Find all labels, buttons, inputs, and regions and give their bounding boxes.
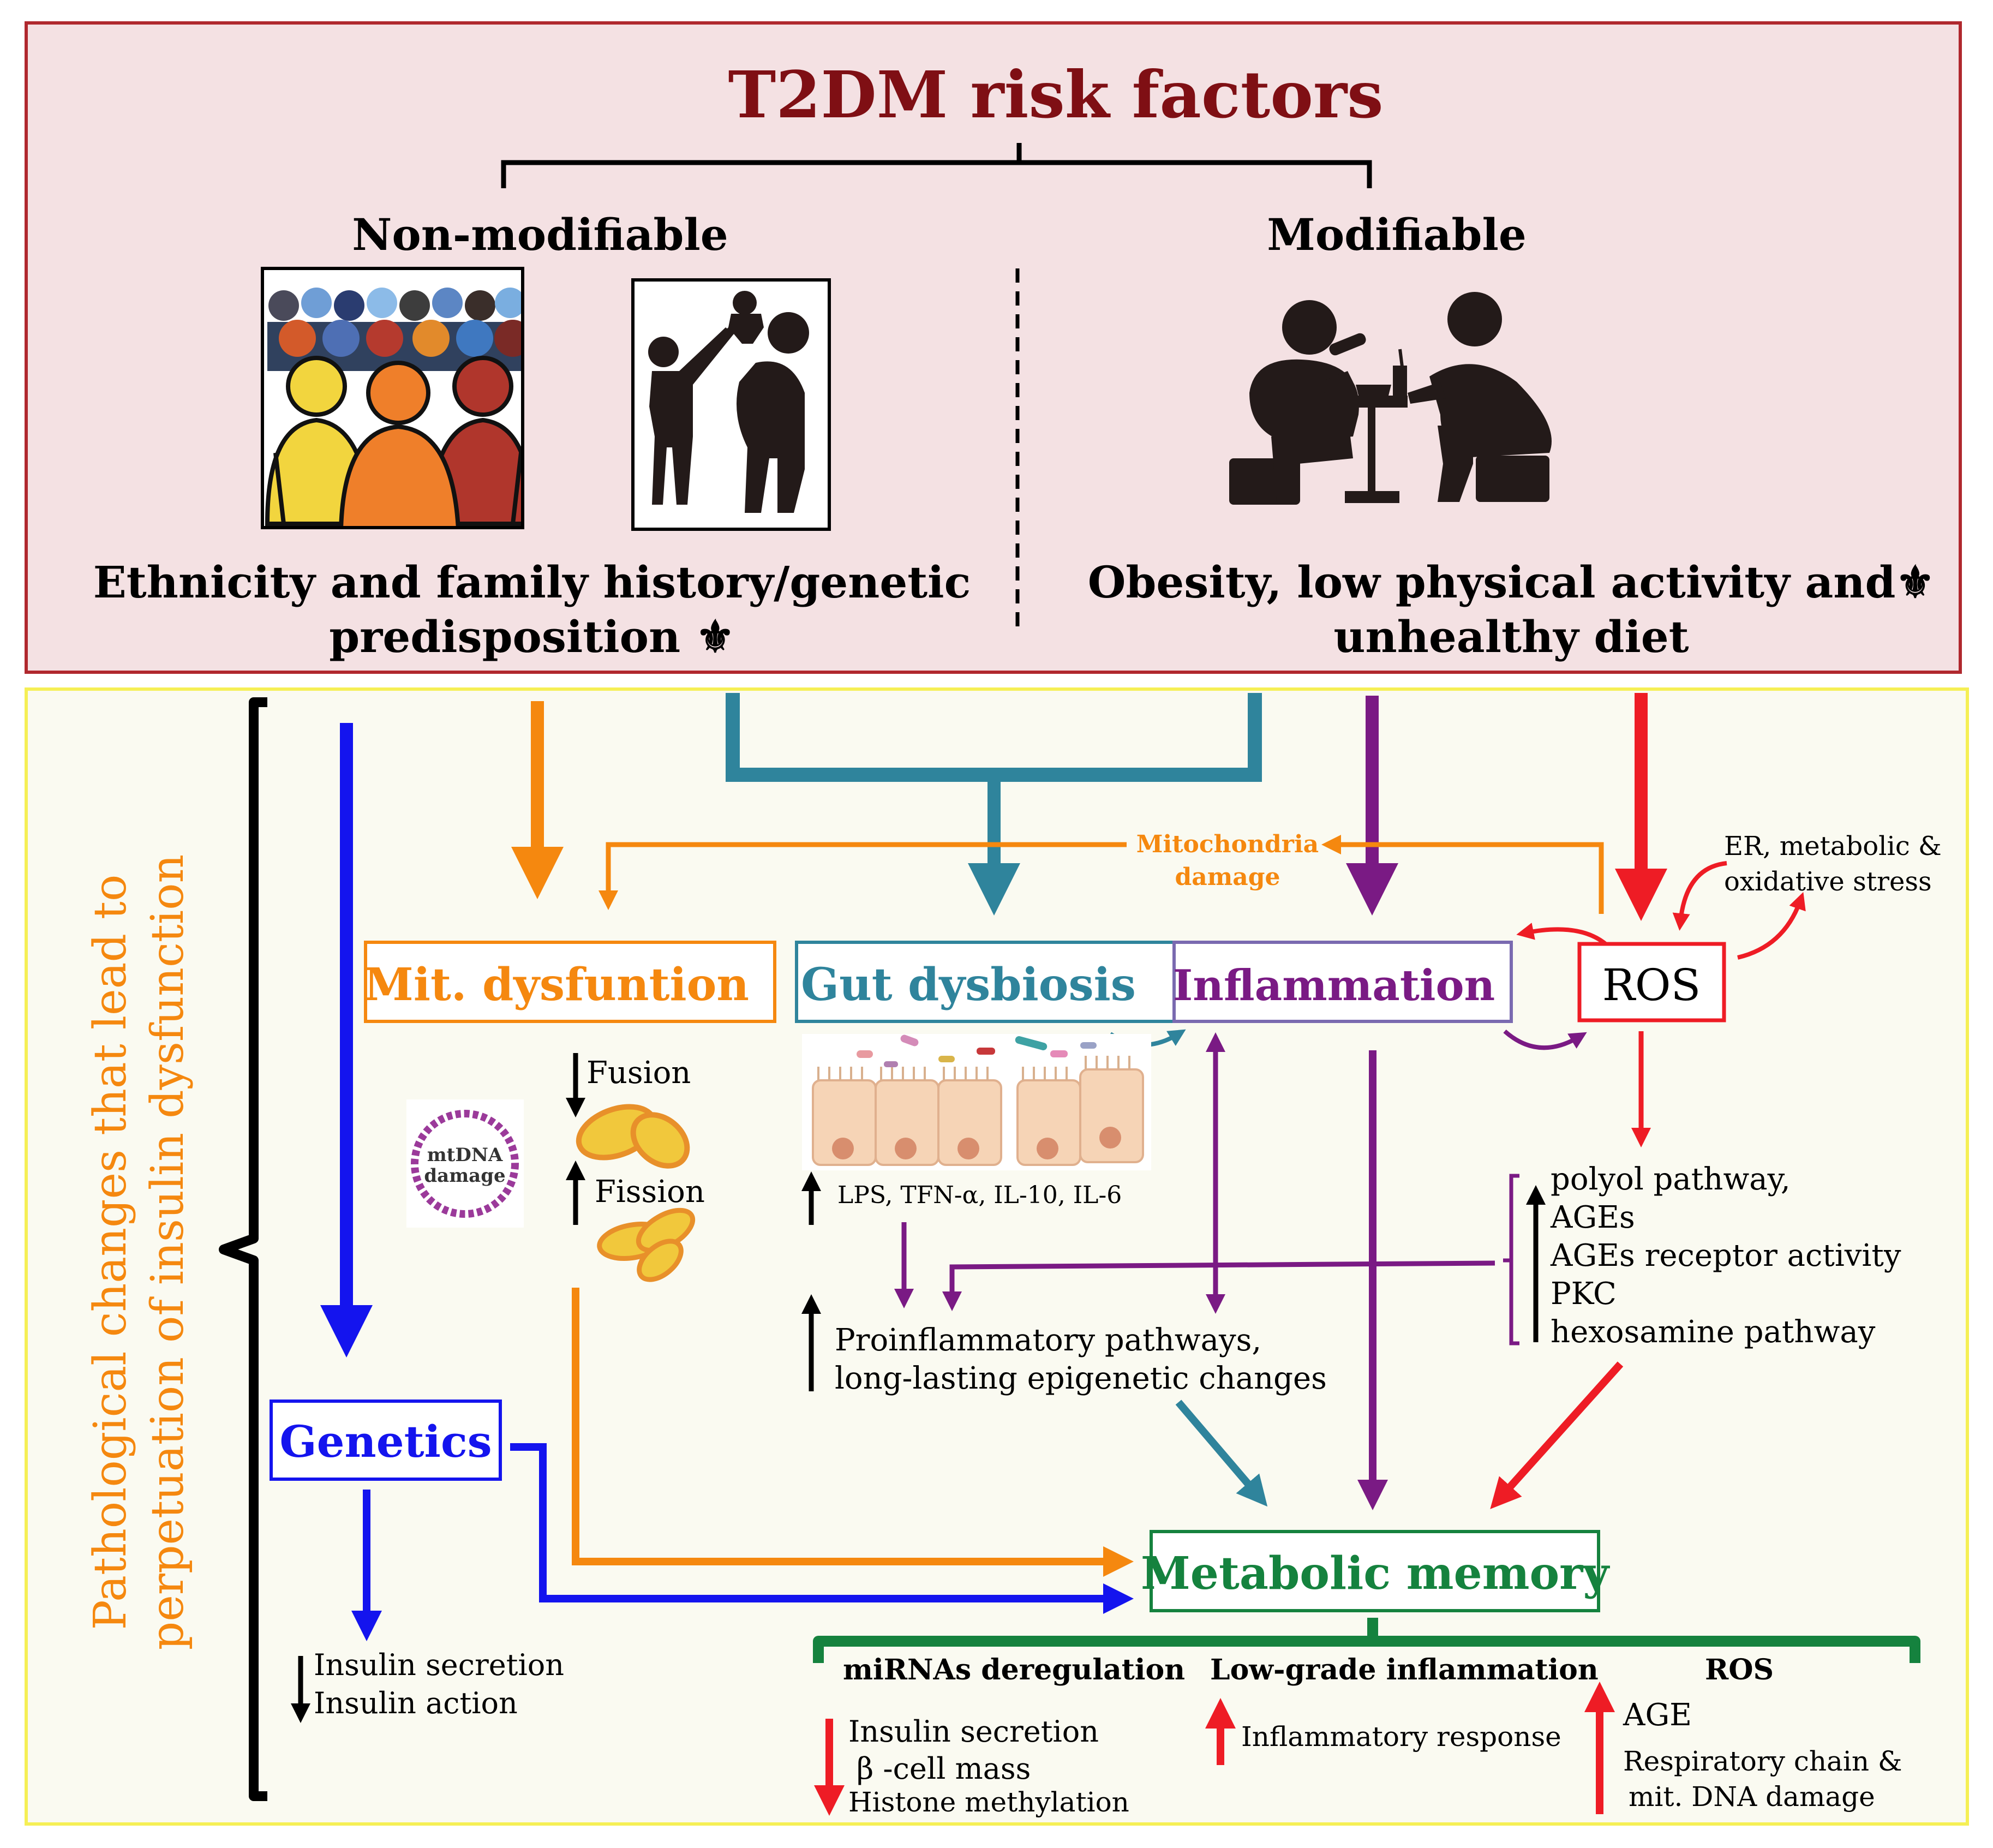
mit-dysfunction-label: Mit. dysfuntion xyxy=(364,959,749,1011)
proinflam-to-memory-arrow xyxy=(1175,1400,1268,1507)
memory-col3-title: ROS xyxy=(1705,1653,1774,1686)
inflammation-to-ros-arrow xyxy=(1503,1030,1587,1050)
genetics-box: Genetics xyxy=(270,1400,502,1481)
ros-pathway-5: hexosamine pathway xyxy=(1551,1314,1876,1350)
memory-col1-item-2: β -cell mass xyxy=(857,1751,1031,1786)
memory-col3-item-2: Respiratory chain & xyxy=(1623,1745,1902,1777)
memory-col2-item-1: Inflammatory response xyxy=(1241,1721,1561,1753)
mito-damage-label-1: Mitochondria xyxy=(1136,830,1319,858)
intestinal-epithelium-icon xyxy=(802,1034,1151,1170)
mtdna-label-2: damage xyxy=(424,1165,505,1187)
lps-label: LPS, TFN-α, IL-10, IL-6 xyxy=(837,1181,1122,1209)
memory-col3-item-1: AGE xyxy=(1623,1697,1692,1733)
eating-people-icon xyxy=(1229,292,1552,505)
metabolic-memory-label: Metabolic memory xyxy=(1141,1547,1610,1600)
fused-mitochondria-icon xyxy=(576,1104,690,1169)
metabolic-memory-bracket xyxy=(813,1618,1920,1663)
left-bracket xyxy=(219,697,267,1801)
gut-dysbiosis-label: Gut dysbiosis xyxy=(801,959,1136,1011)
er-stress-label-1: ER, metabolic & xyxy=(1724,831,1942,862)
memory-col3-item-3: mit. DNA damage xyxy=(1629,1781,1875,1813)
ros-pathways-to-proinflam-arrow xyxy=(942,1260,1495,1311)
non-modifiable-heading: Non-modifiable xyxy=(352,209,728,260)
ros-pathways-to-memory-arrow xyxy=(1490,1361,1624,1509)
crowd-ethnicity-icon xyxy=(261,267,524,529)
risk-factors-title: T2DM risk factors xyxy=(728,57,1383,133)
memory-col1-item-1: Insulin secretion xyxy=(848,1714,1099,1749)
genetics-effect-1: Insulin secretion xyxy=(314,1648,564,1682)
fission-label: Fission xyxy=(595,1174,705,1210)
ros-pathway-1: polyol pathway, xyxy=(1551,1162,1791,1197)
inflammation-box: Inflammation xyxy=(1172,941,1513,1023)
er-stress-label-2: oxidative stress xyxy=(1724,866,1932,897)
genetics-label: Genetics xyxy=(279,1416,492,1467)
inflammation-label: Inflammation xyxy=(1173,961,1495,1010)
ros-pathways-bracket xyxy=(1503,1174,1519,1345)
er-stress-arrow-out xyxy=(1737,892,1806,960)
ros-pathway-4: PKC xyxy=(1551,1276,1617,1312)
genetics-to-memory-arrow xyxy=(510,1443,1134,1614)
fusion-label: Fusion xyxy=(586,1055,691,1091)
mito-damage-arrow-left xyxy=(599,842,1127,910)
metabolic-memory-box: Metabolic memory xyxy=(1141,1530,1610,1612)
ros-pathway-3: AGEs receptor activity xyxy=(1550,1238,1901,1273)
fissioned-mitochondria-icon xyxy=(597,1207,696,1282)
mit-dysfunction-box: Mit. dysfuntion xyxy=(364,941,776,1023)
mtdna-damage-icon: mtDNA damage xyxy=(406,1099,524,1228)
gut-dysbiosis-box: Gut dysbiosis xyxy=(795,941,1180,1023)
er-stress-arrow-in xyxy=(1672,861,1727,931)
modifiable-caption-1: Obesity, low physical activity and⚜ xyxy=(1088,557,1935,608)
modifiable-heading: Modifiable xyxy=(1267,209,1526,260)
memory-col1-item-3: Histone methylation xyxy=(848,1786,1129,1818)
modifiable-caption-2: unhealthy diet xyxy=(1333,611,1689,662)
genetics-effect-2: Insulin action xyxy=(314,1686,518,1720)
proinflam-label-2: long-lasting epigenetic changes xyxy=(835,1361,1327,1396)
mito-damage-label-2: damage xyxy=(1175,863,1280,891)
ros-pathway-2: AGEs xyxy=(1550,1200,1635,1235)
side-label-line-2: perpetuation of insulin dysfunction xyxy=(142,854,194,1650)
mit-to-memory-arrow xyxy=(572,1288,1134,1577)
family-icon xyxy=(631,278,831,531)
non-modifiable-caption-2: predisposition ⚜ xyxy=(329,611,735,662)
ros-label: ROS xyxy=(1602,960,1701,1010)
proinflam-label-1: Proinflammatory pathways, xyxy=(835,1323,1261,1358)
risk-bracket xyxy=(501,143,1372,188)
ros-box: ROS xyxy=(1577,942,1726,1022)
memory-col1-title: miRNAs deregulation xyxy=(843,1653,1185,1686)
side-label-line-1: Pathological changes that lead to xyxy=(85,875,136,1630)
mtdna-label-1: mtDNA xyxy=(427,1144,503,1166)
non-modifiable-caption-1: Ethnicity and family history/genetic xyxy=(93,557,971,608)
memory-col2-title: Low-grade inflammation xyxy=(1210,1653,1599,1686)
mito-damage-arrow-right xyxy=(1321,835,1604,914)
